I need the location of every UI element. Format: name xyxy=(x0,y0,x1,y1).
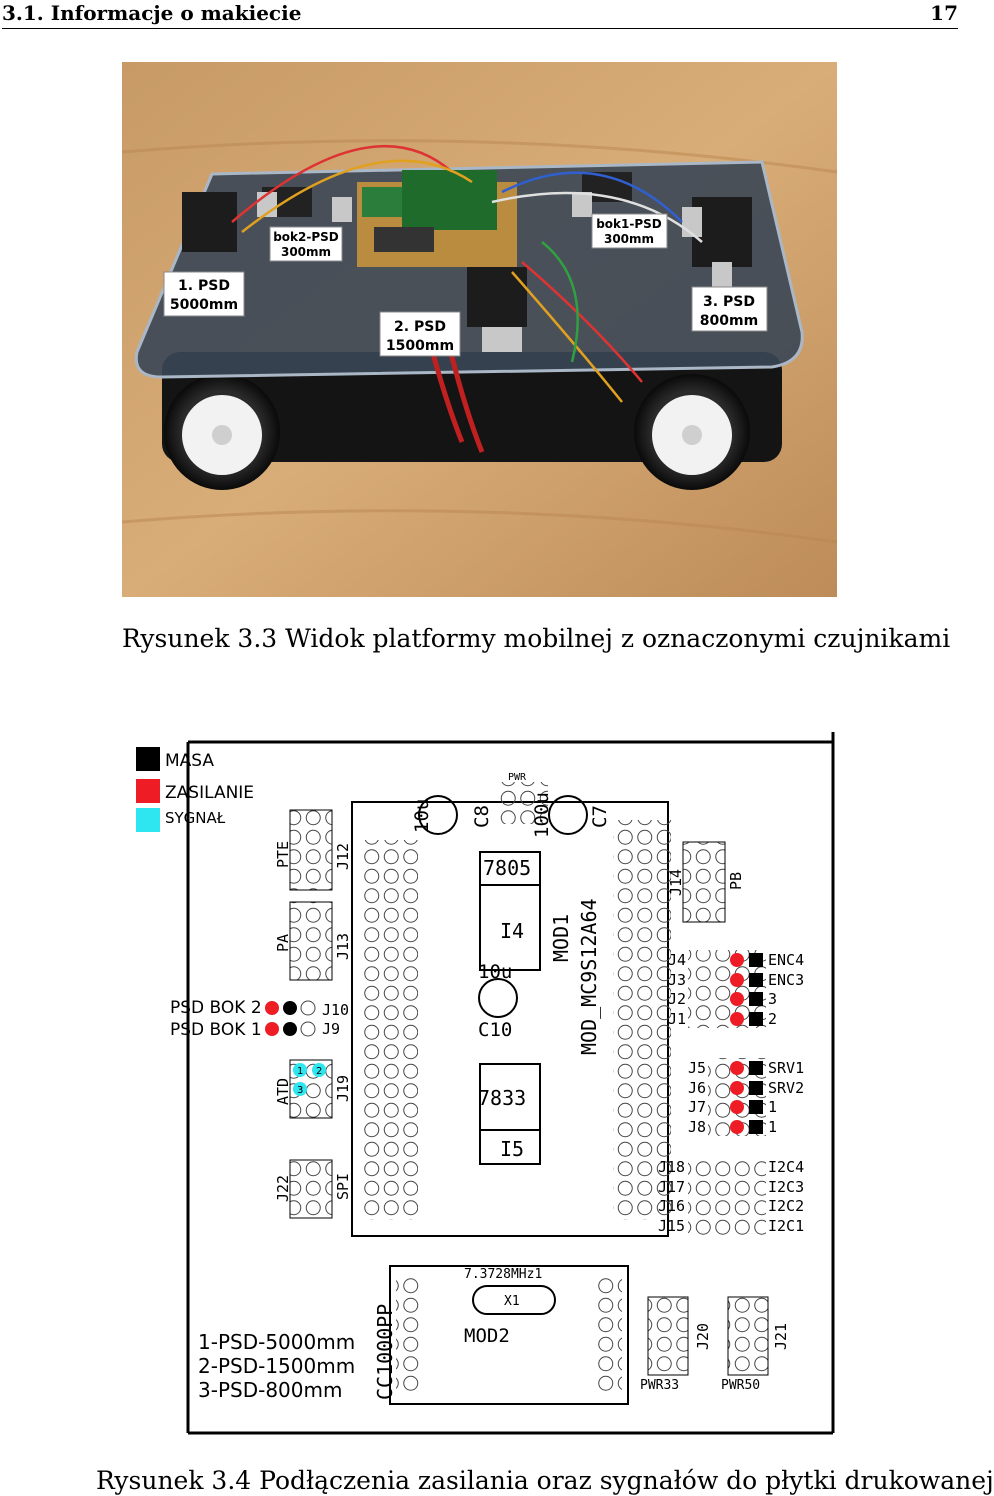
svg-text:I2C3: I2C3 xyxy=(768,1178,804,1196)
svg-text:PWR: PWR xyxy=(508,772,527,783)
svg-text:PSD BOK 1: PSD BOK 1 xyxy=(170,1020,262,1040)
svg-text:SYGNAŁ: SYGNAŁ xyxy=(165,809,226,827)
svg-text:PSD BOK 2: PSD BOK 2 xyxy=(170,998,262,1018)
svg-text:J1: J1 xyxy=(668,1010,686,1028)
svg-text:3: 3 xyxy=(297,1085,303,1096)
svg-text:7805: 7805 xyxy=(483,856,531,880)
svg-text:J15: J15 xyxy=(658,1217,685,1235)
svg-text:3. PSD: 3. PSD xyxy=(703,294,755,310)
svg-text:J5: J5 xyxy=(688,1059,706,1077)
svg-text:1-PSD-5000mm: 1-PSD-5000mm xyxy=(198,1330,355,1354)
svg-text:10u: 10u xyxy=(478,961,512,983)
svg-text:J4: J4 xyxy=(668,951,686,969)
svg-text:MOD2: MOD2 xyxy=(464,1325,510,1347)
svg-text:J12: J12 xyxy=(334,843,352,870)
svg-text:PWR33: PWR33 xyxy=(640,1378,679,1393)
svg-text:J22: J22 xyxy=(274,1175,292,1202)
svg-text:X1: X1 xyxy=(504,1294,520,1309)
svg-text:J2: J2 xyxy=(668,990,686,1008)
svg-text:J7: J7 xyxy=(688,1098,706,1116)
svg-text:PTE: PTE xyxy=(274,841,292,868)
section-title: 3.1. Informacje o makiecie xyxy=(2,1,302,25)
svg-text:3-PSD-800mm: 3-PSD-800mm xyxy=(198,1378,342,1402)
svg-text:SRV1: SRV1 xyxy=(768,1059,804,1077)
svg-text:J6: J6 xyxy=(688,1079,706,1097)
svg-text:I4: I4 xyxy=(500,919,524,943)
svg-text:800mm: 800mm xyxy=(700,313,758,329)
svg-text:J8: J8 xyxy=(688,1118,706,1136)
svg-text:10u: 10u xyxy=(411,799,433,833)
photo-label-bok1: bok1-PSD 300mm xyxy=(591,213,668,249)
svg-text:PB: PB xyxy=(727,872,745,890)
svg-text:J14: J14 xyxy=(667,869,685,896)
svg-text:J20: J20 xyxy=(694,1323,712,1350)
i2c-connectors: J18 J17 J16 J15 I2C4 I2C3 I2C2 I2C1 xyxy=(658,1158,804,1236)
running-header: 3.1. Informacje o makiecie 17 xyxy=(2,0,958,29)
svg-text:2: 2 xyxy=(316,1066,322,1077)
svg-text:100u: 100u xyxy=(531,792,553,838)
svg-text:J10: J10 xyxy=(322,1001,349,1019)
svg-text:PWR50: PWR50 xyxy=(721,1378,760,1393)
photo-label-bok2: bok2-PSD 300mm xyxy=(269,226,343,262)
svg-text:SRV2: SRV2 xyxy=(768,1079,804,1097)
svg-text:MASA: MASA xyxy=(165,751,214,771)
svg-text:MOD_MC9S12A64: MOD_MC9S12A64 xyxy=(577,898,601,1055)
svg-text:MOD1: MOD1 xyxy=(549,914,573,962)
photo-label-psd1: 1. PSD 5000mm xyxy=(163,271,245,317)
svg-text:1: 1 xyxy=(297,1066,303,1077)
svg-text:1: 1 xyxy=(768,1118,777,1136)
svg-text:I5: I5 xyxy=(500,1137,524,1161)
svg-text:2. PSD: 2. PSD xyxy=(394,319,446,335)
svg-text:I2C2: I2C2 xyxy=(768,1197,804,1215)
svg-text:J17: J17 xyxy=(658,1178,685,1196)
servo-connectors: J5 J6 J7 J8 SRV1 SRV2 1 1 xyxy=(688,1058,804,1136)
photo-label-psd2: 2. PSD 1500mm xyxy=(379,311,461,357)
svg-text:CC1000PP: CC1000PP xyxy=(373,1304,397,1400)
svg-text:300mm: 300mm xyxy=(281,245,331,259)
svg-text:J3: J3 xyxy=(668,971,686,989)
svg-text:J18: J18 xyxy=(658,1158,685,1176)
photo-label-psd3: 3. PSD 800mm xyxy=(691,286,768,332)
svg-text:J13: J13 xyxy=(334,933,352,960)
svg-text:1: 1 xyxy=(768,1098,777,1116)
figure-3-4-caption: Rysunek 3.4 Podłączenia zasilania oraz s… xyxy=(96,1466,994,1495)
svg-text:7833: 7833 xyxy=(478,1086,526,1110)
svg-text:I2C4: I2C4 xyxy=(768,1158,804,1176)
svg-text:J21: J21 xyxy=(772,1323,790,1350)
left-wheel xyxy=(164,374,280,490)
platform-photo: bok2-PSD 300mm bok1-PSD 300mm 1. PSD 500… xyxy=(121,62,838,597)
svg-text:2: 2 xyxy=(768,1010,777,1028)
svg-text:ATD: ATD xyxy=(274,1078,292,1105)
svg-text:J9: J9 xyxy=(322,1020,340,1038)
svg-text:1. PSD: 1. PSD xyxy=(178,278,230,294)
page-number: 17 xyxy=(930,1,958,25)
svg-text:PA: PA xyxy=(274,934,292,952)
svg-text:ZASILANIE: ZASILANIE xyxy=(165,783,254,803)
svg-text:J19: J19 xyxy=(334,1075,352,1102)
svg-text:SPI: SPI xyxy=(334,1173,352,1200)
svg-text:ENC4: ENC4 xyxy=(768,951,804,969)
svg-text:bok2-PSD: bok2-PSD xyxy=(273,230,339,244)
svg-text:C8: C8 xyxy=(471,805,493,828)
svg-text:1500mm: 1500mm xyxy=(386,338,454,354)
svg-text:ENC3: ENC3 xyxy=(768,971,804,989)
pcb-diagram: MASA ZASILANIE SYGNAŁ 10u C8 PWR 100u C7… xyxy=(136,732,835,1435)
encoder-connectors: J4 J3 J2 J1 ENC4 ENC3 3 2 xyxy=(668,950,804,1028)
svg-text:7.3728MHz1: 7.3728MHz1 xyxy=(464,1267,542,1282)
svg-text:C10: C10 xyxy=(478,1019,512,1041)
svg-text:J16: J16 xyxy=(658,1197,685,1215)
figure-3-3-caption: Rysunek 3.3 Widok platformy mobilnej z o… xyxy=(122,624,951,653)
svg-text:300mm: 300mm xyxy=(604,232,654,246)
svg-text:3: 3 xyxy=(768,990,777,1008)
svg-text:I2C1: I2C1 xyxy=(768,1217,804,1235)
svg-text:C7: C7 xyxy=(589,805,611,828)
svg-text:2-PSD-1500mm: 2-PSD-1500mm xyxy=(198,1354,355,1378)
right-wheel xyxy=(634,374,750,490)
svg-text:5000mm: 5000mm xyxy=(170,297,238,313)
legend: MASA ZASILANIE SYGNAŁ xyxy=(136,747,254,832)
svg-text:bok1-PSD: bok1-PSD xyxy=(596,217,662,231)
